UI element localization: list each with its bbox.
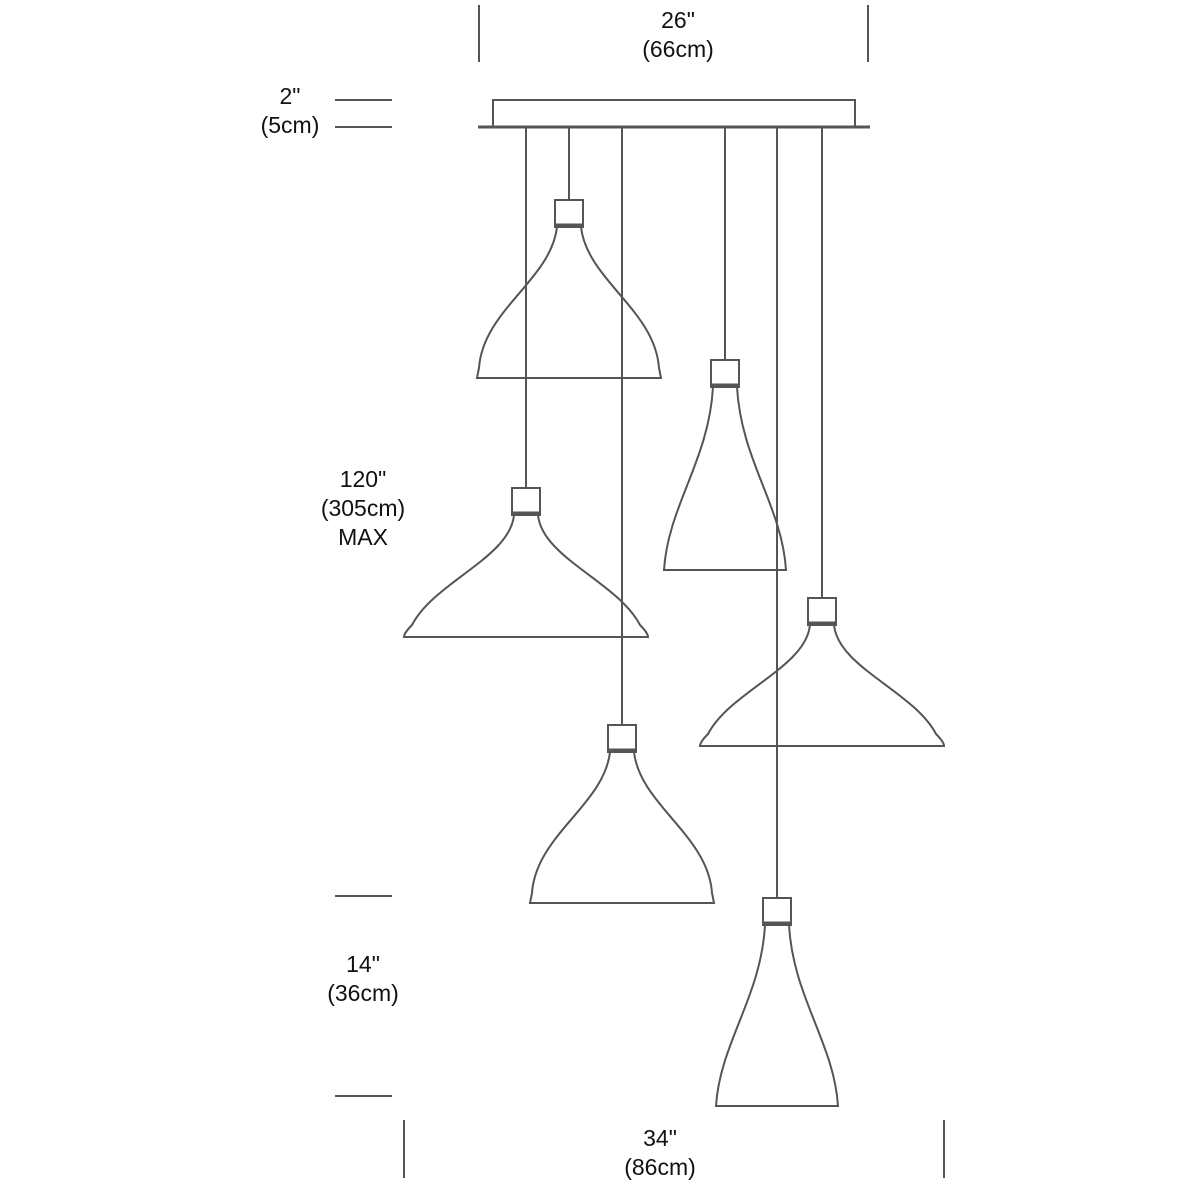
pendant-socket-cap	[554, 199, 584, 228]
pendant-socket-cap	[607, 724, 637, 753]
pendant-6	[714, 127, 840, 1107]
pendant-socket-cap	[762, 897, 792, 926]
pendant-shade	[528, 751, 716, 904]
pendant-5	[698, 127, 946, 747]
pendant-height-imperial: 14"	[346, 951, 380, 977]
canopy-height-label: 2" (5cm)	[210, 82, 370, 140]
pendant-2	[662, 127, 788, 571]
pendant-socket-cap	[511, 487, 541, 516]
canopy-width-label: 26" (66cm)	[598, 6, 758, 64]
pendant-shade	[698, 624, 946, 747]
pendant-1	[475, 127, 663, 379]
pendant-shade	[475, 226, 663, 379]
pendant-shade	[402, 514, 650, 638]
pendant-socket-cap	[807, 597, 837, 626]
overall-height-note: MAX	[338, 524, 388, 550]
overall-width-metric: (86cm)	[624, 1154, 696, 1180]
pendant-3	[402, 127, 650, 638]
overall-width-label: 34" (86cm)	[580, 1124, 740, 1182]
canopy-height-imperial: 2"	[279, 83, 301, 109]
overall-height-label: 120" (305cm) MAX	[283, 465, 443, 552]
pendant-shade	[662, 386, 788, 571]
overall-width-imperial: 34"	[643, 1125, 677, 1151]
overall-height-imperial: 120"	[339, 466, 387, 492]
pendant-socket-cap	[710, 359, 740, 388]
canopy-width-imperial: 26"	[661, 7, 695, 33]
canopy	[492, 99, 856, 128]
pendant-height-label: 14" (36cm)	[283, 950, 443, 1008]
overall-height-metric: (305cm)	[320, 495, 406, 521]
pendant-height-metric: (36cm)	[327, 980, 399, 1006]
canopy-height-metric: (5cm)	[260, 112, 320, 138]
pendant-shade	[714, 924, 840, 1107]
pendant-4	[528, 127, 716, 904]
canopy-width-metric: (66cm)	[642, 36, 714, 62]
